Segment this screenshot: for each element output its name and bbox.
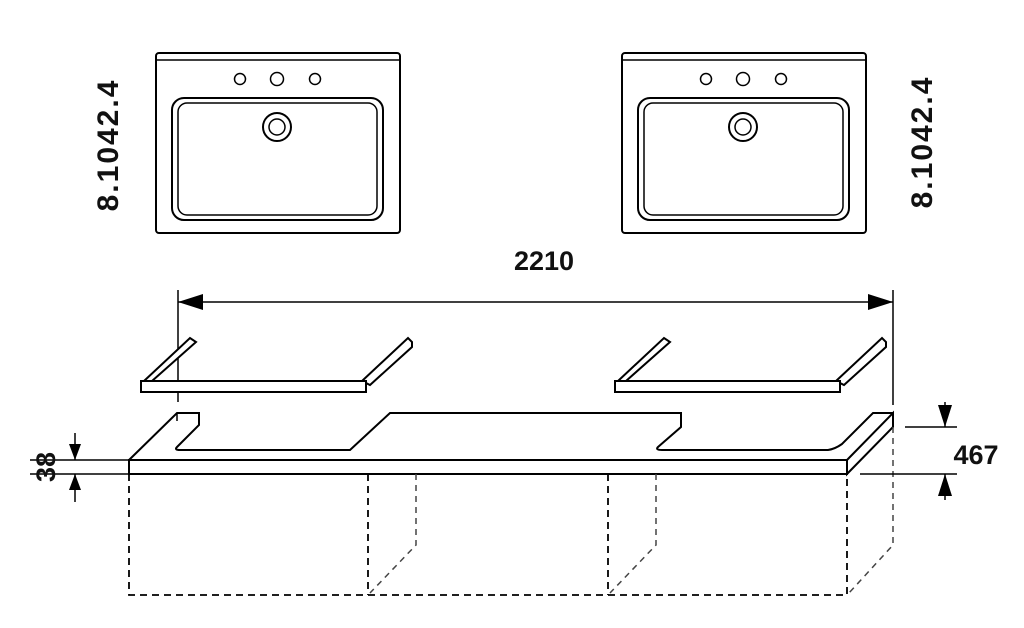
- depth-dimension: 467: [860, 402, 999, 500]
- width-label: 2210: [514, 246, 574, 276]
- thickness-dimension: 38: [30, 433, 129, 502]
- thickness-label: 38: [31, 452, 61, 482]
- countertop: [128, 410, 894, 477]
- width-dimension: 2210: [177, 246, 894, 405]
- sink-left-code: 8.1042.4: [92, 79, 125, 212]
- cabinet-outline: [128, 427, 894, 596]
- towel-rail-left: [140, 337, 413, 393]
- depth-label: 467: [953, 440, 998, 470]
- sink-right: [621, 52, 867, 234]
- sink-left: [155, 52, 401, 234]
- towel-rail-right: [614, 337, 887, 393]
- sink-right-code: 8.1042.4: [906, 76, 939, 209]
